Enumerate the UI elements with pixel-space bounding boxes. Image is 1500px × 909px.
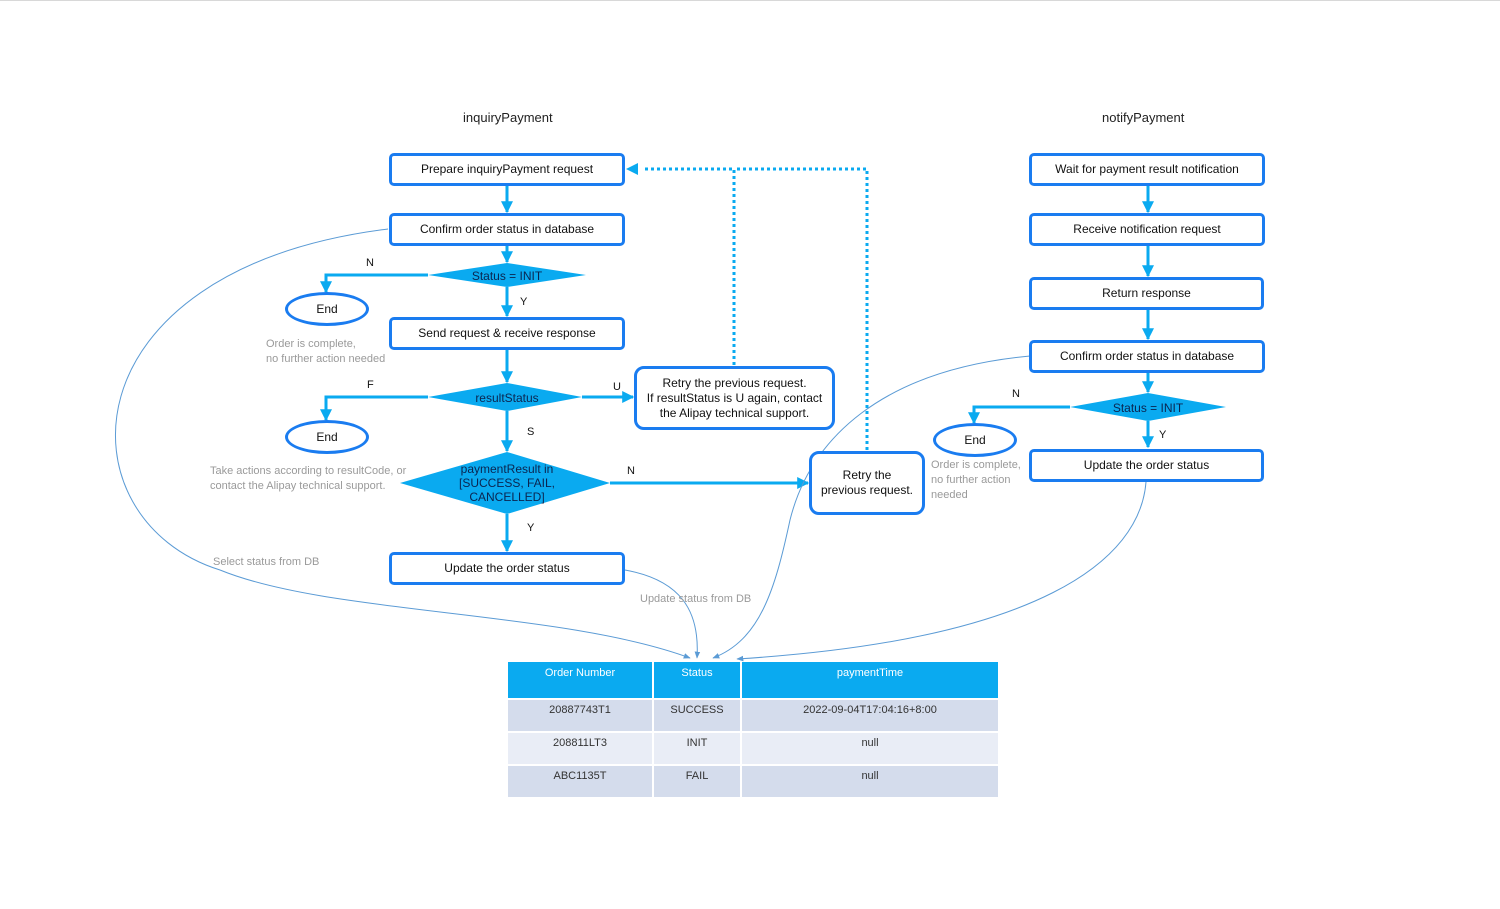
payment-result-label: paymentResult in [SUCCESS, FAIL, CANCELL… (458, 462, 556, 504)
arrow-result-f-end (320, 395, 428, 422)
table-row: ABC1135T FAIL null (508, 766, 998, 797)
notify-payment-title: notifyPayment (1102, 110, 1185, 125)
cell-payment-time: 2022-09-04T17:04:16+8:00 (742, 700, 998, 731)
cell-order-number: 20887743T1 (508, 700, 652, 731)
confirm-order-box: Confirm order status in database (389, 213, 625, 246)
column-header-status: Status (654, 662, 740, 698)
order-status-table: Order Number Status paymentTime 20887743… (506, 660, 1000, 799)
wait-notification-label: Wait for payment result notification (1055, 162, 1239, 176)
curve-update-from-db (624, 569, 701, 659)
result-status-diamond (428, 383, 582, 411)
branch-u-label: U (613, 381, 621, 393)
branch-n-label: N (366, 257, 374, 269)
branch-n2-label: N (627, 465, 635, 477)
curve-notify-confirm-db (712, 355, 1031, 659)
end-node-2: End (285, 420, 369, 454)
update-order-label: Update the order status (444, 561, 570, 575)
dotted-retry-u-loop (644, 167, 736, 365)
cell-status: FAIL (654, 766, 740, 797)
prepare-request-box: Prepare inquiryPayment request (389, 153, 625, 186)
return-response-label: Return response (1102, 286, 1191, 300)
retry-n-box: Retry the previous request. (809, 451, 925, 515)
table-row: 208811LT3 INIT null (508, 733, 998, 764)
payment-result-diamond (400, 452, 610, 514)
cell-status: SUCCESS (654, 700, 740, 731)
cell-payment-time: null (742, 733, 998, 764)
update-order-box: Update the order status (389, 552, 625, 585)
curve-notify-update-db (736, 481, 1147, 662)
notify-end-note: Order is complete, no further action nee… (931, 459, 1021, 501)
notify-confirm-order-box: Confirm order status in database (1029, 340, 1265, 373)
notify-status-init-diamond (1070, 393, 1226, 421)
prepare-request-label: Prepare inquiryPayment request (420, 162, 594, 176)
cell-status: INIT (654, 733, 740, 764)
inquiry-payment-title: inquiryPayment (463, 110, 553, 125)
cell-order-number: ABC1135T (508, 766, 652, 797)
update-from-db-note: Update status from DB (640, 593, 752, 605)
branch-s-label: S (527, 426, 535, 438)
branch-f-label: F (367, 379, 374, 391)
dotted-arrowhead (626, 163, 638, 175)
end-node-2-label: End (316, 430, 338, 444)
receive-notification-box: Receive notification request (1029, 213, 1265, 246)
status-init-diamond (428, 263, 586, 287)
receive-notification-label: Receive notification request (1073, 222, 1221, 236)
notify-update-order-label: Update the order status (1083, 458, 1210, 472)
send-request-label: Send request & receive response (418, 326, 596, 340)
column-header-payment-time: paymentTime (742, 662, 998, 698)
cell-payment-time: null (742, 766, 998, 797)
top-border-line (0, 0, 1500, 1)
notify-branch-y-label: Y (1159, 429, 1167, 441)
confirm-order-label: Confirm order status in database (419, 222, 595, 236)
notify-status-init-label: Status = INIT (1112, 401, 1184, 415)
retry-u-box: Retry the previous request. If resultSta… (634, 366, 835, 430)
select-from-db-note: Select status from DB (213, 556, 320, 568)
notify-end-node-label: End (964, 433, 986, 447)
branch-y-label: Y (520, 296, 528, 308)
wait-notification-box: Wait for payment result notification (1029, 153, 1265, 186)
branch-y2-label: Y (527, 522, 535, 534)
end-2-note: Take actions according to resultCode, or… (210, 465, 407, 492)
table-header-row: Order Number Status paymentTime (508, 662, 998, 698)
notify-end-node: End (933, 423, 1017, 457)
column-header-order-number: Order Number (508, 662, 652, 698)
notify-update-order-box: Update the order status (1029, 449, 1264, 482)
curve-select-from-db (115, 228, 691, 659)
end-node-1-label: End (316, 302, 338, 316)
cell-order-number: 208811LT3 (508, 733, 652, 764)
arrow-status-n-end (320, 273, 428, 294)
table-row: 20887743T1 SUCCESS 2022-09-04T17:04:16+8… (508, 700, 998, 731)
retry-u-label: Retry the previous request. If resultSta… (646, 375, 823, 420)
end-1-note: Order is complete, no further action nee… (266, 338, 386, 365)
notify-branch-n-label: N (1012, 388, 1020, 400)
result-status-label: resultStatus (475, 391, 539, 405)
end-node-1: End (285, 292, 369, 326)
notify-confirm-order-label: Confirm order status in database (1059, 349, 1235, 363)
return-response-box: Return response (1029, 277, 1264, 310)
send-request-box: Send request & receive response (389, 317, 625, 350)
retry-n-label: Retry the previous request. (820, 468, 914, 497)
arrow-notify-n-end (968, 405, 1070, 425)
status-init-label: Status = INIT (471, 269, 543, 283)
